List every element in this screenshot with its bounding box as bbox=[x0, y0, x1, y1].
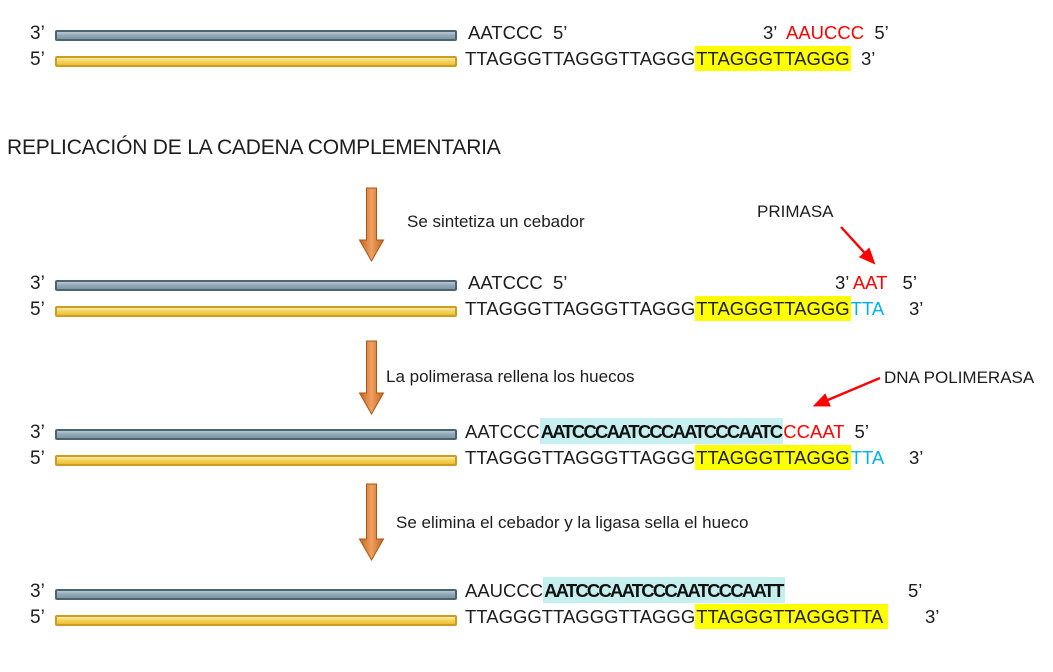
sequence-end-3prime: 3’ bbox=[925, 605, 939, 629]
template-strand-bar-gold bbox=[55, 306, 457, 317]
sequence-end-5prime: 5’ bbox=[908, 579, 922, 603]
sequence-segment: 5’ bbox=[908, 580, 923, 601]
sequence-telomere-template: TTAGGGTTAGGGTTAGGGTTAGGGTTAGGGTTA 3’ bbox=[465, 296, 924, 321]
template-strand-bar-gold bbox=[55, 56, 457, 67]
sequence-top-left: AATCCC 5’ bbox=[468, 271, 567, 295]
sequence-segment: 3’ bbox=[883, 298, 924, 319]
strand-end-label-3prime: 3’ bbox=[30, 23, 45, 44]
step-label-primer-removal-ligation: Se elimina el cebador y la ligasa sella … bbox=[396, 513, 749, 532]
sequence-segment: AATCCC 5’ bbox=[468, 272, 568, 293]
sequence-segment: 3’ bbox=[925, 606, 940, 627]
strand-end-label-3prime: 3’ bbox=[30, 273, 45, 294]
sequence-segment: TTA bbox=[850, 298, 884, 319]
parental-strand-bar-gray bbox=[55, 280, 457, 291]
sequence-segment: TTAGGGTTAGGG bbox=[695, 46, 851, 71]
primase-pointer-arrow-icon bbox=[840, 226, 876, 265]
step-label-gap-filling: La polimerasa rellena los huecos bbox=[386, 367, 635, 386]
sequence-segment: AATCCCAATCCCAATCCCAATT bbox=[543, 577, 785, 603]
down-arrow-icon bbox=[358, 187, 385, 263]
enzyme-label-primase: PRIMASA bbox=[757, 202, 834, 221]
sequence-segment: TTAGGGTTAGGG bbox=[695, 296, 851, 321]
sequence-segment: AAUCCC bbox=[465, 580, 544, 601]
sequence-telomere-template: TTAGGGTTAGGGTTAGGGTTAGGGTTAGGGTTA 3’ bbox=[465, 445, 924, 470]
sequence-segment: TTAGGGTTAGGGTTAGGG bbox=[465, 606, 696, 627]
strand-pair-final: 3’ AAUCCCAATCCCAATCCCAATCCCAATT 5’ 5’ TT… bbox=[0, 577, 1053, 640]
sequence-segment: 3’ bbox=[850, 48, 876, 69]
strand-end-label-3prime: 3’ bbox=[30, 422, 45, 443]
sequence-telomere-template: TTAGGGTTAGGGTTAGGGTTAGGGTTAGGGTTA bbox=[465, 604, 889, 629]
sequence-rna-primer: 3’ AAUCCC 5’ bbox=[763, 21, 889, 45]
sequence-segment: 3’ bbox=[883, 447, 924, 468]
sequence-segment: CCAAT bbox=[783, 421, 845, 442]
sequence-segment: AATCCC 5’ bbox=[468, 22, 568, 43]
sequence-segment: AATCCC bbox=[465, 421, 540, 442]
sequence-segment: 3’ bbox=[763, 22, 786, 43]
template-strand-bar-gold bbox=[55, 455, 457, 466]
sequence-segment: TTAGGGTTAGGGTTAGGG bbox=[465, 48, 696, 69]
parental-strand-bar-gray bbox=[55, 429, 457, 440]
step-label-primer-synthesis: Se sintetiza un cebador bbox=[407, 212, 585, 231]
sequence-telomere-template: TTAGGGTTAGGGTTAGGGTTAGGGTTAGGG 3’ bbox=[465, 46, 876, 71]
sequence-segment: TTAGGGTTAGGGTTAGGG bbox=[465, 447, 696, 468]
parental-strand-bar-gray bbox=[55, 30, 457, 41]
sequence-segment: TTAGGGTTAGGGTTAGGG bbox=[465, 298, 696, 319]
strand-pair-initial: 3’ AATCCC 5’ 3’ AAUCCC 5’ 5’ TTAGGGTTAGG… bbox=[0, 22, 1053, 82]
sequence-segment: AATCCCAATCCCAATCCCAATC bbox=[539, 418, 784, 444]
sequence-segment: AAUCCC bbox=[785, 22, 865, 43]
sequence-segment: TTAGGGTTAGGGTTA bbox=[695, 604, 889, 629]
strand-end-label-5prime: 5’ bbox=[30, 448, 45, 469]
sequence-segment: TTA bbox=[850, 447, 884, 468]
down-arrow-icon bbox=[358, 340, 385, 416]
sequence-segment: 5’ bbox=[864, 22, 889, 43]
dna-polymerase-pointer-arrow-icon bbox=[812, 376, 881, 407]
sequence-top-left: AATCCC 5’ bbox=[468, 21, 567, 45]
strand-end-label-5prime: 5’ bbox=[30, 607, 45, 628]
parental-strand-bar-gray bbox=[55, 589, 457, 600]
sequence-rna-primer: 3’ AAT 5’ bbox=[835, 271, 917, 295]
strand-end-label-3prime: 3’ bbox=[30, 581, 45, 602]
strand-end-label-5prime: 5’ bbox=[30, 49, 45, 70]
sequence-segment: AAT bbox=[852, 272, 888, 293]
strand-pair-primer: 3’ AATCCC 5’ 3’ AAT 5’ 5’ TTAGGGTTAGGGTT… bbox=[0, 272, 1053, 332]
down-arrow-icon bbox=[358, 483, 385, 562]
enzyme-label-dna-polymerase: DNA POLIMERASA bbox=[884, 368, 1035, 387]
strand-end-label-5prime: 5’ bbox=[30, 299, 45, 320]
page-title: REPLICACIÓN DE LA CADENA COMPLEMENTARIA bbox=[7, 136, 501, 159]
sequence-new-strand: AAUCCCAATCCCAATCCCAATCCCAATT bbox=[465, 577, 785, 603]
sequence-segment: 5’ bbox=[844, 421, 869, 442]
sequence-segment: 3’ bbox=[835, 272, 853, 293]
sequence-segment: 5’ bbox=[887, 272, 917, 293]
sequence-segment: TTAGGGTTAGGG bbox=[695, 445, 851, 470]
template-strand-bar-gold bbox=[55, 615, 457, 626]
